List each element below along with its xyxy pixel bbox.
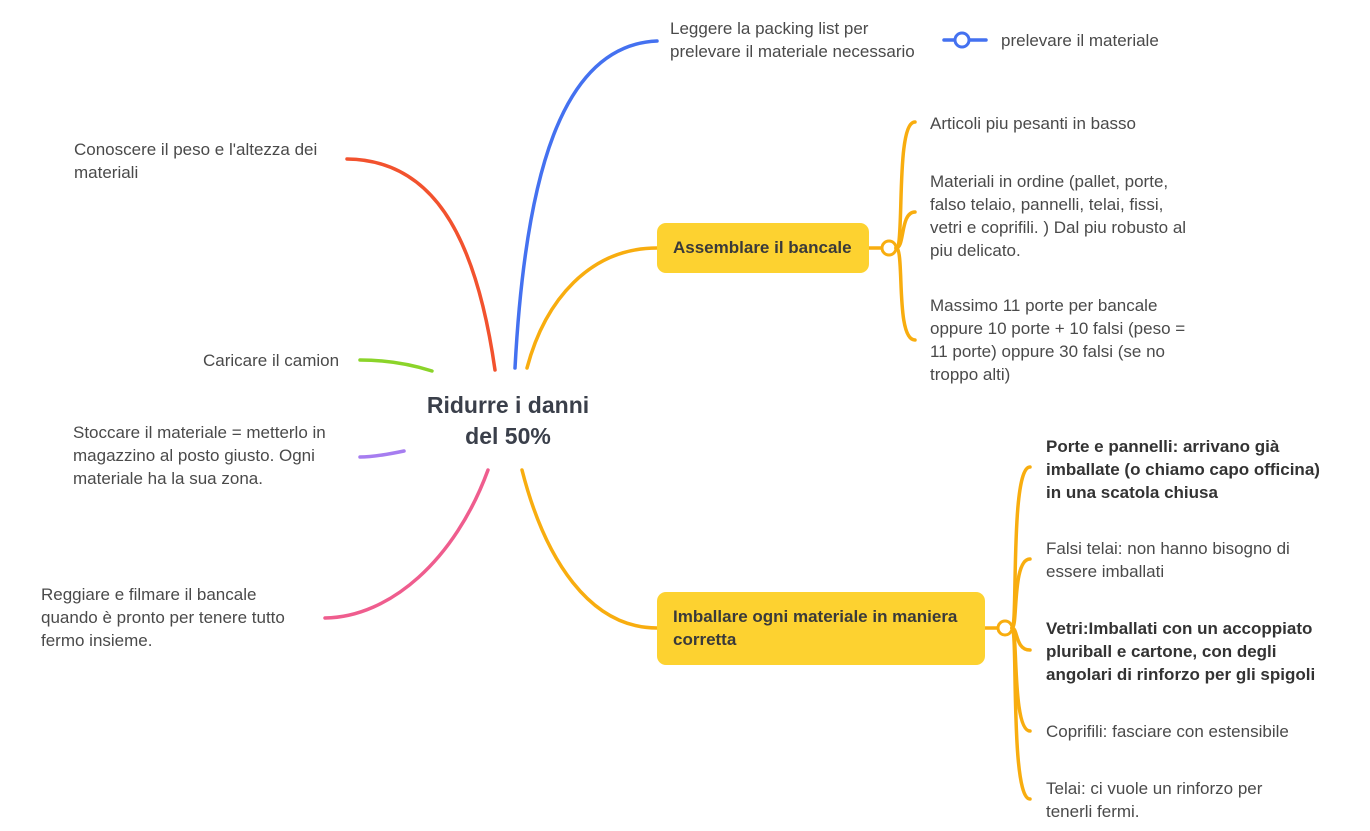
topic-line: essere imballati (1046, 562, 1165, 581)
topic-line: quando è pronto per tenere tutto (41, 608, 285, 627)
child-line (1010, 626, 1032, 801)
subtopic-coprifili[interactable]: Coprifili: fasciare con estensibile (1046, 720, 1289, 743)
topic-line: vetri e coprifili. ) Dal piu robusto al (930, 218, 1187, 237)
branch-line-peso (345, 157, 497, 372)
topic-caricare-camion[interactable]: Caricare il camion (203, 349, 339, 372)
collapse-node-icon (996, 619, 1014, 637)
topic-imballare-materiale[interactable]: Imballare ogni materiale in maniera corr… (657, 592, 985, 665)
topic-line: Caricare il camion (203, 351, 340, 370)
topic-assemblare-bancale[interactable]: Assemblare il bancale (657, 223, 869, 273)
topic-label: Assemblare il bancale (673, 238, 852, 257)
topic-line: fermo insieme. (41, 631, 153, 650)
collapse-node-icon (880, 239, 898, 257)
branch-line-stoccare (358, 449, 406, 459)
topic-line: piu delicato. (930, 241, 1021, 260)
topic-line: troppo alti) (930, 365, 1011, 384)
topic-line: tenerli fermi. (1046, 802, 1140, 821)
branch-line-camion (358, 358, 434, 373)
subtopic-massimo-porte[interactable]: Massimo 11 porte per bancale oppure 10 p… (930, 294, 1185, 386)
subtopic-materiali-ordine[interactable]: Materiali in ordine (pallet, porte, fals… (930, 170, 1186, 262)
topic-peso-altezza[interactable]: Conoscere il peso e l'altezza dei materi… (74, 138, 317, 184)
subtopic-porte-pannelli[interactable]: Porte e pannelli: arrivano già imballate… (1046, 435, 1320, 504)
topic-line: Articoli piu pesanti in basso (930, 114, 1137, 133)
subtopic-telai[interactable]: Telai: ci vuole un rinforzo per tenerli … (1046, 777, 1262, 823)
child-line (1010, 557, 1032, 630)
topic-line: in una scatola chiusa (1046, 483, 1218, 502)
child-line (894, 246, 917, 342)
topic-line: angolari di rinforzo per gli spigoli (1046, 665, 1316, 684)
topic-line: Coprifili: fasciare con estensibile (1046, 722, 1289, 741)
child-line (894, 120, 917, 250)
branch-line-packing (513, 39, 659, 370)
central-topic[interactable]: Ridurre i danni del 50% (408, 390, 608, 452)
branch-line-assemblare (525, 246, 659, 370)
central-topic-line: Ridurre i danni (426, 392, 590, 418)
topic-line: corretta (673, 630, 737, 649)
topic-line: Imballare ogni materiale in maniera (673, 607, 958, 626)
topic-prelevare-materiale[interactable]: prelevare il materiale (1001, 31, 1159, 50)
topic-line: oppure 10 porte + 10 falsi (peso = (930, 319, 1186, 338)
central-topic-line: del 50% (465, 423, 551, 449)
topic-line: Telai: ci vuole un rinforzo per (1046, 779, 1263, 798)
topic-line: Stoccare il materiale = metterlo in (73, 423, 326, 442)
topic-line: Falsi telai: non hanno bisogno di (1046, 539, 1290, 558)
topic-reggiare-filmare[interactable]: Reggiare e filmare il bancale quando è p… (41, 583, 285, 652)
topic-line: Vetri:Imballati con un accoppiato (1046, 619, 1313, 638)
topic-line: materiali (74, 163, 139, 182)
topic-line: Massimo 11 porte per bancale (930, 296, 1158, 315)
topic-line: Materiali in ordine (pallet, porte, (930, 172, 1169, 191)
subtopic-vetri[interactable]: Vetri:Imballati con un accoppiato plurib… (1046, 617, 1315, 686)
topic-packing-list[interactable]: Leggere la packing list per prelevare il… (670, 17, 915, 63)
topic-stoccare-materiale[interactable]: Stoccare il materiale = metterlo in maga… (73, 421, 326, 490)
topic-line: falso telaio, pannelli, telai, fissi, (930, 195, 1164, 214)
topic-line: Conoscere il peso e l'altezza dei (74, 140, 318, 159)
subtopic-falsi-telai[interactable]: Falsi telai: non hanno bisogno di essere… (1046, 537, 1290, 583)
child-line (894, 210, 917, 250)
branch-line-reggiare (323, 468, 490, 620)
link-node-icon (953, 31, 971, 49)
subtopic-articoli-pesanti[interactable]: Articoli piu pesanti in basso (930, 112, 1136, 135)
branch-line-imballare (520, 468, 659, 630)
topic-line: pluriball e cartone, con degli (1046, 642, 1277, 661)
topic-line: 11 porte) oppure 30 falsi (se no (930, 342, 1165, 361)
topic-line: imballate (o chiamo capo officina) (1046, 460, 1320, 479)
topic-line: magazzino al posto giusto. Ogni (73, 446, 315, 465)
topic-line: Reggiare e filmare il bancale (41, 585, 257, 604)
topic-line: materiale ha la sua zona. (73, 469, 263, 488)
topic-line: Porte e pannelli: arrivano già (1046, 437, 1280, 456)
topic-line: Leggere la packing list per (670, 19, 869, 38)
topic-line: prelevare il materiale necessario (670, 42, 915, 61)
